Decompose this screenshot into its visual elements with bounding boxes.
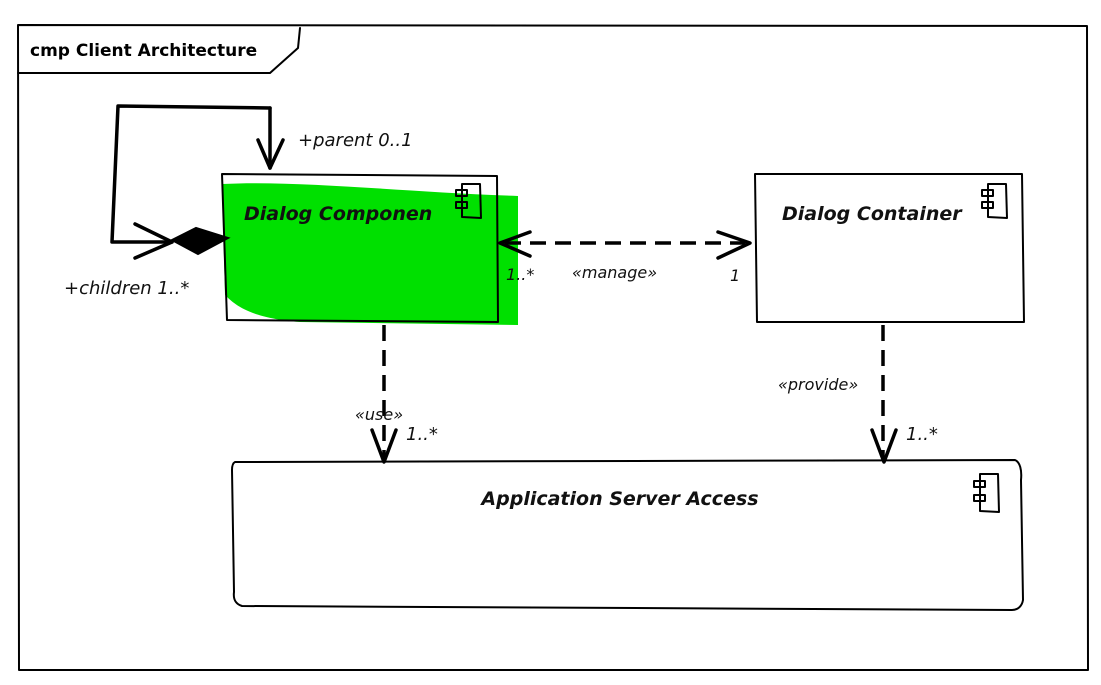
use-relation[interactable]: «use» 1..* bbox=[355, 325, 438, 464]
manage-source-multiplicity: 1..* bbox=[506, 265, 534, 284]
provide-relation[interactable]: «provide» 1..* bbox=[778, 325, 938, 464]
manage-relation[interactable]: 1..* «manage» 1 bbox=[498, 230, 752, 285]
component-icon bbox=[981, 183, 1008, 219]
dialog-container-name: Dialog Container bbox=[782, 203, 963, 225]
composition-diamond bbox=[169, 226, 231, 256]
provide-stereotype: «provide» bbox=[778, 375, 858, 394]
component-icon bbox=[455, 183, 482, 219]
dialog-component[interactable]: Dialog Componen bbox=[221, 173, 518, 325]
diagram-frame: cmp Client Architecture bbox=[17, 24, 1089, 671]
application-server-access[interactable]: Application Server Access bbox=[231, 459, 1024, 611]
provide-multiplicity: 1..* bbox=[906, 424, 938, 445]
children-role-label: +children 1..* bbox=[64, 278, 189, 299]
use-multiplicity: 1..* bbox=[406, 424, 438, 445]
parent-role-label: +parent 0..1 bbox=[298, 130, 413, 151]
manage-target-multiplicity: 1 bbox=[730, 266, 740, 285]
use-stereotype: «use» bbox=[355, 405, 403, 424]
application-server-access-name: Application Server Access bbox=[479, 488, 758, 510]
component-icon bbox=[973, 473, 1000, 513]
self-aggregation-relation[interactable]: +parent 0..1 +children 1..* bbox=[64, 104, 413, 299]
dialog-component-highlight bbox=[222, 183, 518, 325]
manage-stereotype: «manage» bbox=[572, 263, 657, 282]
dialog-container[interactable]: Dialog Container bbox=[754, 173, 1025, 323]
dialog-component-name: Dialog Componen bbox=[244, 203, 432, 225]
frame-title: cmp Client Architecture bbox=[30, 41, 257, 61]
